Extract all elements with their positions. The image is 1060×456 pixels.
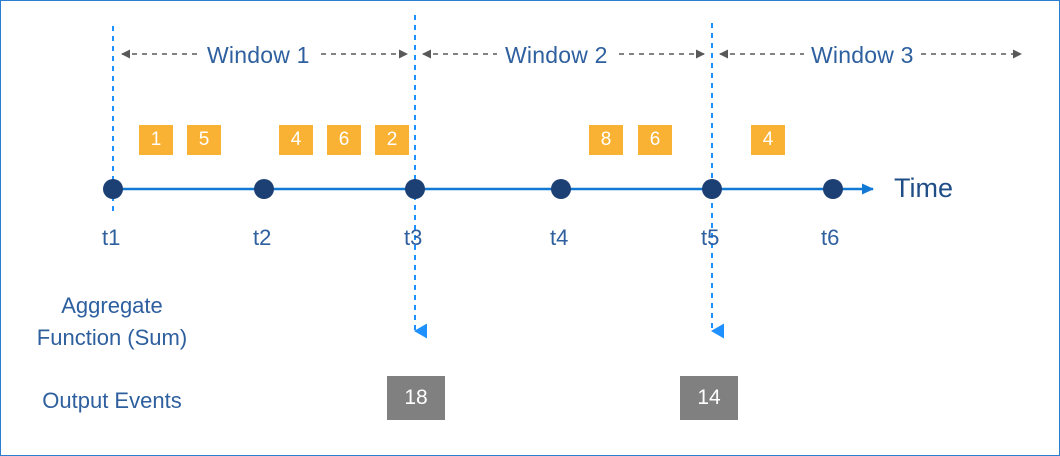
tick-label-t4: t4 xyxy=(550,225,569,250)
input-event-box: 6 xyxy=(638,125,672,155)
input-event-box: 6 xyxy=(327,125,361,155)
time-axis-label: Time xyxy=(894,173,953,203)
input-event-box: 5 xyxy=(187,125,221,155)
timeline-dot-t6 xyxy=(823,179,843,199)
window-label-2: Window 2 xyxy=(505,42,608,68)
tick-label-t5: t5 xyxy=(701,225,720,250)
timeline-axis xyxy=(103,179,874,199)
input-event-box: 1 xyxy=(139,125,173,155)
tick-label-t6: t6 xyxy=(821,225,840,250)
input-event-box: 4 xyxy=(751,125,785,155)
aggregate-function-label-line1: Aggregate xyxy=(61,293,163,318)
input-event-box: 2 xyxy=(375,125,409,155)
input-event-box: 8 xyxy=(589,125,623,155)
aggregate-function-label-line2: Function (Sum) xyxy=(36,325,188,350)
tick-label-t1: t1 xyxy=(102,225,121,250)
window-boundary-lines xyxy=(112,15,724,339)
output-events-label: Output Events xyxy=(42,388,182,413)
timeline-dot-t1 xyxy=(103,179,123,199)
output-event-box: 18 xyxy=(387,376,445,420)
tick-label-t2: t2 xyxy=(253,225,272,250)
timeline-dot-t2 xyxy=(254,179,274,199)
timeline-dot-t5 xyxy=(702,179,722,199)
timeline-dot-t4 xyxy=(551,179,571,199)
output-event-box: 14 xyxy=(680,376,738,420)
window-label-1: Window 1 xyxy=(207,42,310,68)
tick-label-t3: t3 xyxy=(404,225,423,250)
timeline-dot-t3 xyxy=(405,179,425,199)
input-event-box: 4 xyxy=(279,125,313,155)
window-label-3: Window 3 xyxy=(811,42,914,68)
